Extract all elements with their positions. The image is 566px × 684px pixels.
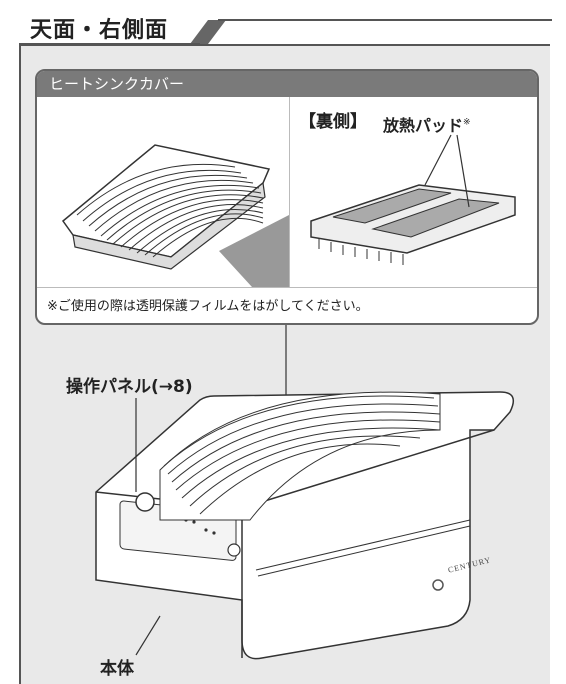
thermal-pad-mark: ※ [463, 117, 471, 128]
film-note: ※ご使用の際は透明保護フィルムをはがしてください。 [47, 299, 369, 314]
card-divider-vertical [289, 97, 290, 287]
back-side-label: 【裏側】 [299, 112, 367, 132]
thermal-pad-text: 放熱パッド [383, 116, 464, 135]
title-decoration [19, 19, 552, 45]
card-divider-horizontal [37, 287, 537, 288]
heatsink-cover-card: ヒートシンクカバー ※ご使用の際は透明保護フィルムをはがしてください。 【裏側】… [35, 69, 539, 325]
heatsink-back-illustration [310, 134, 516, 265]
card-header: ヒートシンクカバー [37, 71, 537, 97]
heatsink-cover-illustration [61, 144, 289, 287]
main-body-label: 本体 [100, 659, 134, 679]
thermal-pad-label: 放熱パッド※ [383, 112, 471, 136]
operation-panel-label: 操作パネル(→8) [66, 377, 193, 397]
section-title: 天面・右側面 [30, 18, 169, 43]
